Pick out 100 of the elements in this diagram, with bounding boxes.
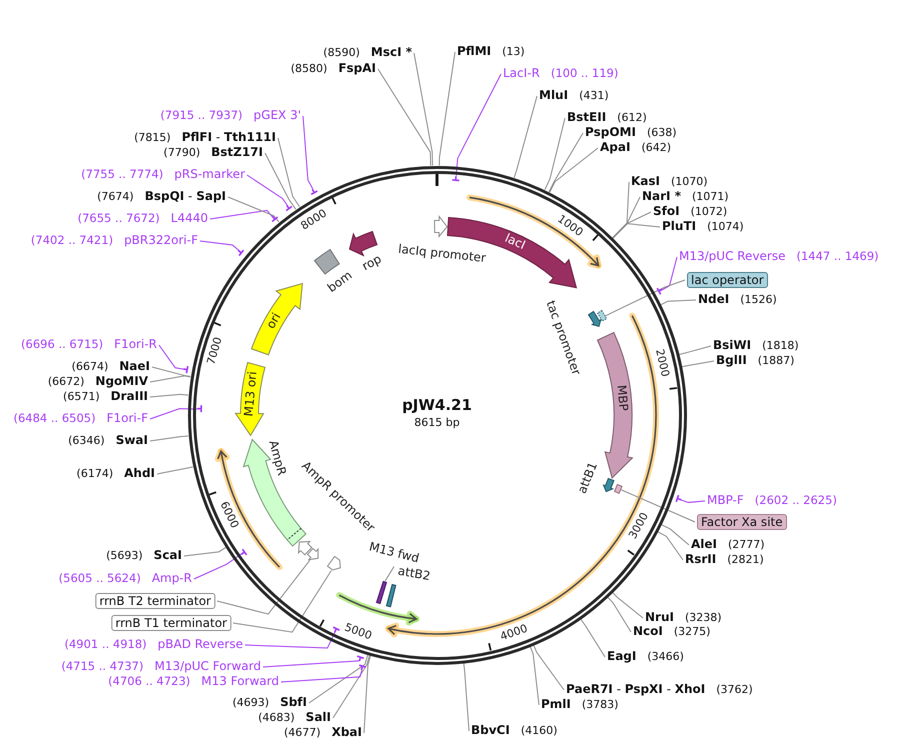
leader-line (530, 646, 540, 706)
leader-line (607, 596, 632, 632)
primer-name: pRS-marker (174, 168, 245, 182)
cut-position: (13) (502, 46, 525, 59)
scale-label: 5000 (343, 622, 374, 643)
primer-name: F1ori-F (106, 412, 148, 426)
enzyme-name: SalI (306, 711, 331, 725)
cut-position: (1070) (671, 176, 708, 189)
enzyme-name: BsiWI (713, 339, 752, 353)
enzyme-name: BbvCI (471, 724, 510, 738)
enzyme-name: NruI (645, 611, 674, 625)
cut-position: (5693) (106, 550, 143, 563)
enzyme-name: DraIII (110, 390, 148, 404)
leader-line (549, 148, 598, 193)
scale-label: 3000 (627, 511, 652, 542)
scale-label: 7000 (205, 336, 225, 366)
leader-line (332, 654, 370, 718)
leader-line (456, 74, 502, 176)
feature-label: ori (264, 310, 284, 332)
primer-position: (2602 .. 2625) (754, 494, 837, 508)
cut-position: (6672) (48, 376, 84, 389)
leader-line (262, 660, 360, 668)
feature-tag: rrnB T2 terminator (95, 593, 215, 609)
scale-label: 2000 (653, 348, 672, 378)
enzyme-name: ApaI (600, 141, 630, 155)
leader-line (612, 592, 644, 618)
enzyme-name: MluI (539, 89, 568, 103)
enzyme-name: XbaI (332, 726, 362, 740)
primer-name: Amp-R (152, 572, 192, 586)
cut-position: (3762) (716, 684, 753, 697)
cut-position: (1072) (690, 206, 728, 219)
feature-label: M13 ori (242, 370, 260, 417)
feature-label: MBP (614, 384, 630, 412)
leader-line (438, 52, 456, 166)
leader-line (660, 524, 690, 546)
enzyme-name: NcoI (633, 625, 663, 639)
feature-label: attB2 (396, 564, 432, 584)
leader-line (244, 632, 336, 649)
leader-line (662, 256, 678, 290)
enzyme-name: NarI * (642, 190, 681, 204)
enzyme-name: PflMI (457, 45, 492, 59)
enzyme-name: MscI * (370, 46, 412, 60)
feature-tag: rrnB T1 terminator (111, 615, 231, 631)
feature-label: attB1 (576, 460, 600, 496)
leader-line (612, 182, 630, 238)
cut-position: (8580) (290, 63, 328, 76)
leader-line (150, 375, 191, 382)
feature-tag: lac operator (687, 272, 768, 288)
feature-tag: Factor Xa site (697, 514, 787, 530)
leader-line (150, 408, 198, 420)
primer-position: (7755 .. 7774) (81, 168, 164, 182)
cut-position: (1526) (740, 294, 777, 307)
leader-line (158, 344, 184, 370)
leader-line (228, 196, 280, 222)
leader-line (612, 196, 640, 238)
cut-position: (1818) (762, 340, 799, 353)
enzyme-name: BglII (716, 354, 747, 368)
cut-position: (3275) (674, 626, 710, 639)
enzyme-name: AleI (691, 538, 718, 552)
cut-position: (2821) (727, 554, 764, 567)
leader-line (194, 553, 242, 580)
leader-line (514, 96, 538, 178)
enzyme-name: SfoI (653, 205, 680, 219)
cut-position: (3783) (582, 699, 618, 712)
leader-line (680, 499, 706, 503)
cut-position: (1074) (707, 221, 744, 234)
enzyme-name: ScaI (154, 549, 182, 563)
leader-line (302, 116, 314, 190)
primer-position: (1447 .. 1469) (796, 250, 879, 264)
leader-line (678, 346, 712, 356)
leader-line (308, 654, 368, 704)
enzyme-name: SwaI (116, 434, 148, 448)
cut-position: (642) (641, 142, 672, 155)
plasmid-size: 8615 bp (414, 416, 460, 430)
cut-position: (6346) (68, 435, 105, 448)
cut-position: (612) (617, 112, 647, 125)
enzyme-name: AhdI (124, 467, 155, 481)
cut-position: (3238) (684, 612, 722, 625)
leader-line (681, 360, 714, 368)
leader-line (612, 212, 652, 238)
cut-position: (4683) (258, 712, 295, 725)
leader-line (604, 280, 686, 317)
leader-line (184, 547, 226, 556)
enzyme-name: PaeR7I - PspXI - XhoI (566, 683, 706, 697)
leader-line (216, 560, 310, 615)
leader-line (612, 223, 660, 239)
primer-position: (100 .. 119) (550, 67, 618, 80)
enzyme-name: PspOMI (585, 126, 636, 140)
enzyme-name: NgoMIV (95, 375, 148, 389)
cut-position: (7815) (134, 132, 171, 145)
primer-position: (4706 .. 4723) (108, 675, 190, 688)
leader-line (152, 366, 191, 377)
primer-name: pGEX 3' (254, 109, 301, 123)
leader-line (620, 489, 696, 522)
cut-position: (6674) (72, 361, 108, 374)
primer-position: (7402 .. 7421) (30, 234, 114, 248)
leader-line (278, 138, 300, 208)
cut-position: (4160) (520, 725, 558, 738)
primer-name: pBAD Reverse (158, 638, 243, 652)
feature-label: lacIq promoter (398, 242, 486, 266)
